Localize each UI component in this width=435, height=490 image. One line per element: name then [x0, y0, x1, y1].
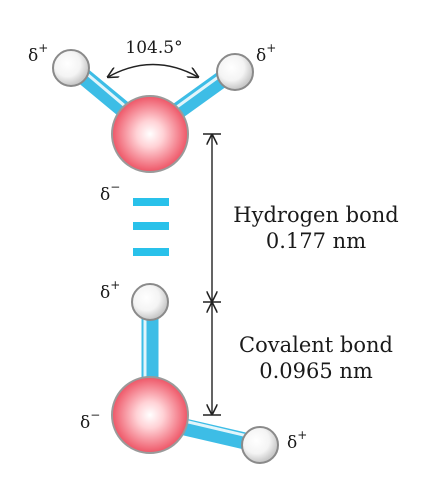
upper-left-delta-plus: δ+	[28, 41, 48, 66]
hydrogen-bond-length: 0.177 nm	[266, 229, 366, 253]
hbond-dash-1	[133, 198, 169, 206]
lower-oxygen	[111, 376, 189, 454]
middle-delta-minus: δ−	[100, 180, 120, 205]
hydrogen-bond-title: Hydrogen bond	[233, 203, 398, 227]
hydrogen-bond-dashes	[133, 198, 169, 256]
lower-water-molecule: δ+ δ− δ+	[80, 278, 307, 464]
lower-bond-diagonal-highlight	[179, 418, 257, 440]
bond-angle-arc	[108, 63, 198, 78]
lower-hydrogen-right	[241, 426, 279, 464]
lower-top-delta-plus: δ+	[100, 278, 120, 303]
upper-water-molecule: 104.5° δ+ δ+	[28, 38, 276, 173]
lower-hydrogen-top	[131, 283, 169, 321]
bond-angle-label: 104.5°	[125, 38, 182, 58]
upper-right-delta-plus: δ+	[256, 41, 276, 66]
hbond-dash-3	[133, 248, 169, 256]
upper-hydrogen-left	[52, 49, 90, 87]
lower-left-delta-minus: δ−	[80, 408, 100, 433]
upper-oxygen	[111, 95, 189, 173]
dimension-arrows	[203, 133, 221, 416]
upper-bond-left-highlight	[78, 66, 134, 114]
lower-right-delta-plus: δ+	[287, 428, 307, 453]
covalent-bond-title: Covalent bond	[239, 333, 393, 357]
hbond-dash-2	[133, 222, 169, 230]
covalent-bond-length: 0.0965 nm	[259, 359, 373, 383]
upper-hydrogen-right	[216, 53, 254, 91]
